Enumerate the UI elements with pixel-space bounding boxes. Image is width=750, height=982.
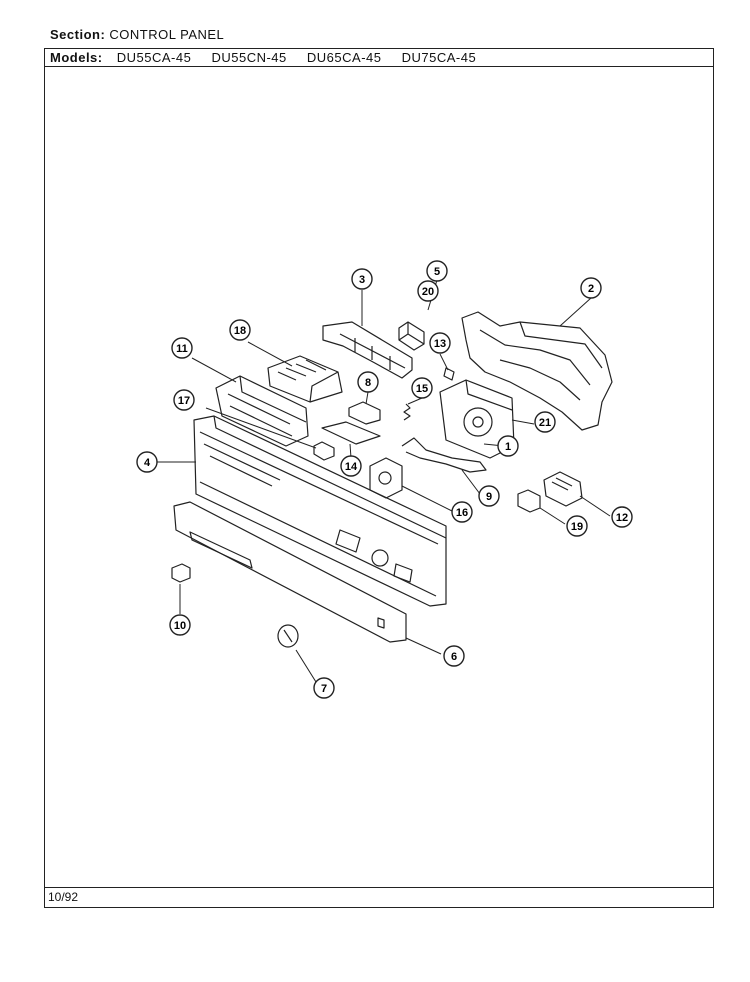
model-du55cn-45: DU55CN-45 — [211, 50, 287, 65]
callout-number: 4 — [144, 457, 151, 469]
callout-21: 21 — [534, 411, 556, 433]
callout-number: 18 — [234, 325, 246, 337]
part-bracket-drawing — [348, 401, 381, 425]
callout-number: 6 — [451, 651, 457, 663]
part-knob-drawing — [171, 563, 191, 583]
callout-number: 19 — [571, 521, 583, 533]
models-row: Models: DU55CA-45 DU55CN-45 DU65CA-45 DU… — [45, 49, 713, 67]
callout-11: 11 — [171, 337, 193, 359]
callout-3: 3 — [351, 268, 373, 290]
callout-6: 6 — [443, 645, 465, 667]
diagram-frame: Models: DU55CA-45 DU55CN-45 DU65CA-45 DU… — [44, 48, 714, 908]
callout-10: 10 — [169, 614, 191, 636]
callout-circle — [566, 515, 588, 537]
part-switch-housing-drawing — [215, 375, 309, 447]
callout-number: 16 — [456, 507, 468, 519]
part-tray-drawing — [322, 321, 413, 379]
revision-date: 10/92 — [48, 890, 79, 904]
callout-number: 1 — [505, 441, 511, 453]
model-du55ca-45: DU55CA-45 — [116, 50, 192, 65]
part-connector-drawing — [543, 471, 583, 507]
part-housing-drawing — [461, 311, 613, 431]
callout-number: 13 — [434, 338, 446, 350]
callout-9: 9 — [478, 485, 500, 507]
callout-4: 4 — [136, 451, 158, 473]
part-dial-knob-drawing — [277, 624, 299, 648]
callout-number: 20 — [422, 286, 434, 298]
callout-number: 14 — [345, 461, 358, 473]
part-console-panel-drawing — [193, 415, 447, 607]
callout-number: 7 — [321, 683, 327, 695]
callout-number: 3 — [359, 274, 365, 286]
part-lever-drawing — [401, 437, 487, 473]
callout-circle — [173, 389, 195, 411]
part-switch-bank-drawing — [267, 355, 343, 403]
callout-circle — [411, 377, 433, 399]
callout-circle — [429, 332, 451, 354]
callout-circle — [171, 337, 193, 359]
callout-circle — [351, 268, 373, 290]
callout-number: 12 — [616, 512, 628, 524]
callout-number: 8 — [365, 377, 371, 389]
callout-15: 15 — [411, 377, 433, 399]
callout-circle — [478, 485, 500, 507]
model-du75ca-45: DU75CA-45 — [401, 50, 477, 65]
leader-lines — [156, 279, 611, 683]
callout-number: 15 — [416, 383, 428, 395]
callout-number: 5 — [434, 266, 440, 278]
part-switch-block-drawing — [398, 321, 425, 351]
callout-number: 2 — [588, 283, 594, 295]
callout-circle — [426, 260, 448, 282]
callout-circle — [313, 677, 335, 699]
callout-number: 17 — [178, 395, 190, 407]
callout-20: 20 — [417, 280, 439, 302]
callout-circle — [497, 435, 519, 457]
callout-circle — [451, 501, 473, 523]
callout-12: 12 — [611, 506, 633, 528]
callout-circle — [229, 319, 251, 341]
callout-2: 2 — [580, 277, 602, 299]
part-small-switch-drawing — [313, 441, 335, 461]
callout-number: 11 — [176, 343, 188, 355]
section-header: Section: CONTROL PANEL — [50, 27, 224, 42]
callout-19: 19 — [566, 515, 588, 537]
callout-number: 10 — [174, 620, 186, 632]
callout-16: 16 — [451, 501, 473, 523]
callout-number: 21 — [539, 417, 551, 429]
callout-circle — [417, 280, 439, 302]
part-switch-drawing — [517, 489, 541, 513]
callout-circle — [443, 645, 465, 667]
section-title: CONTROL PANEL — [109, 27, 225, 42]
callout-5: 5 — [426, 260, 448, 282]
callout-circle — [169, 614, 191, 636]
callout-circle — [580, 277, 602, 299]
callout-1: 1 — [497, 435, 519, 457]
callout-number: 9 — [486, 491, 492, 503]
part-screw-drawing — [443, 367, 455, 381]
callout-circle — [340, 455, 362, 477]
callout-13: 13 — [429, 332, 451, 354]
part-front-panel-drawing — [173, 501, 407, 643]
callout-circle — [136, 451, 158, 473]
callout-8: 8 — [357, 371, 379, 393]
callout-14: 14 — [340, 455, 362, 477]
model-du65ca-45: DU65CA-45 — [306, 50, 382, 65]
models-label: Models: — [50, 50, 103, 65]
callout-circle — [611, 506, 633, 528]
part-circuit-board-drawing — [321, 421, 381, 445]
part-spring-drawing — [403, 403, 411, 421]
footer-row: 10/92 — [45, 887, 713, 907]
callout-circle — [357, 371, 379, 393]
callout-7: 7 — [313, 677, 335, 699]
section-label: Section: — [50, 27, 106, 42]
callout-circle — [534, 411, 556, 433]
callout-17: 17 — [173, 389, 195, 411]
callout-18: 18 — [229, 319, 251, 341]
